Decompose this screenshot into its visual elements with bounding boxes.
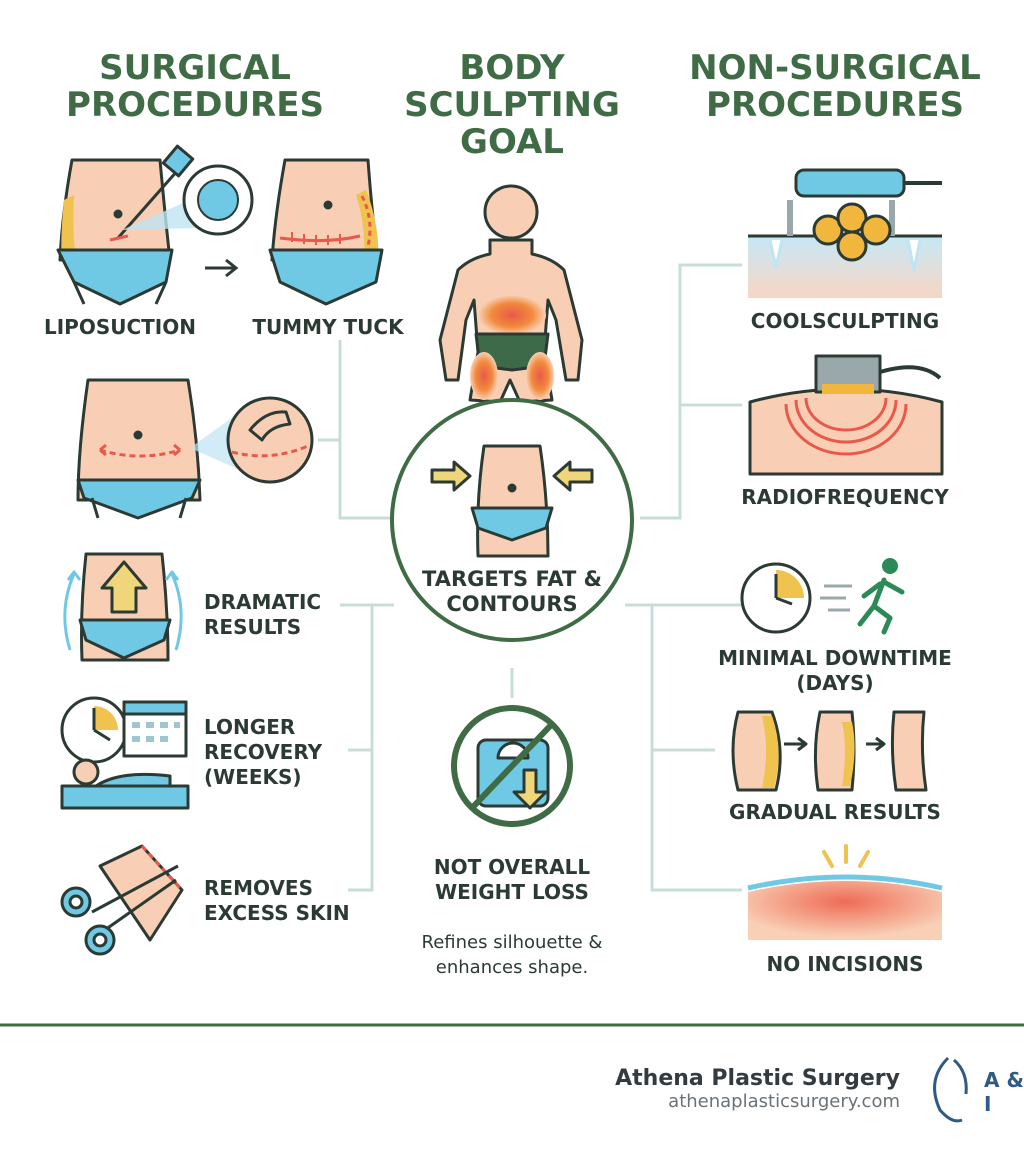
minimal-downtime-label: MINIMAL DOWNTIME (DAYS)	[718, 646, 952, 695]
radiofrequency-icon	[748, 354, 944, 476]
no-scale-icon	[451, 705, 573, 827]
targets-fat-label: TARGETS FAT & CONTOURS	[422, 567, 602, 616]
no-incisions-label: NO INCISIONS	[766, 952, 924, 976]
athena-logo-icon	[933, 1056, 968, 1123]
non-surgical-heading: NON-SURGICAL PROCEDURES	[689, 48, 981, 125]
removes-skin-label: REMOVES EXCESS SKIN	[204, 876, 350, 925]
longer-recovery-label: LONGER RECOVERY (WEEKS)	[204, 715, 323, 789]
radiofrequency-label: RADIOFREQUENCY	[741, 485, 949, 509]
coolsculpting-label: COOLSCULPTING	[750, 309, 940, 333]
logo-text: A & I	[984, 1068, 1024, 1116]
connector-lines	[318, 263, 742, 892]
surgical-heading: SURGICAL PROCEDURES	[66, 48, 324, 125]
scissors-icon	[60, 844, 184, 956]
abdominoplasty-icon	[76, 378, 314, 520]
goal-heading: BODY SCULPTING GOAL	[404, 48, 620, 162]
gradual-results-label: GRADUAL RESULTS	[729, 800, 941, 824]
liposuction-label: LIPOSUCTION	[44, 315, 196, 339]
liposuction-icon	[56, 144, 254, 306]
no-incisions-icon	[747, 844, 943, 940]
tummy-tuck-label: TUMMY TUCK	[252, 315, 404, 339]
coolsculpting-icon	[748, 168, 942, 298]
stopwatch-runner-icon	[740, 558, 905, 635]
brand-name: Athena Plastic Surgery	[615, 1066, 900, 1091]
brand-website: athenaplasticsurgery.com	[668, 1091, 900, 1112]
tummy-tuck-icon	[268, 158, 384, 306]
longer-recovery-icon	[60, 696, 190, 810]
dramatic-results-icon	[63, 552, 183, 662]
body-figure-icon	[438, 184, 584, 404]
refines-note: Refines silhouette & enhances shape.	[421, 932, 603, 978]
not-weight-loss-label: NOT OVERALL WEIGHT LOSS	[433, 855, 591, 904]
arrow-icon	[205, 258, 239, 278]
gradual-results-icon	[731, 710, 928, 792]
dramatic-results-label: DRAMATIC RESULTS	[204, 590, 322, 639]
target-circle-icon	[390, 398, 634, 642]
